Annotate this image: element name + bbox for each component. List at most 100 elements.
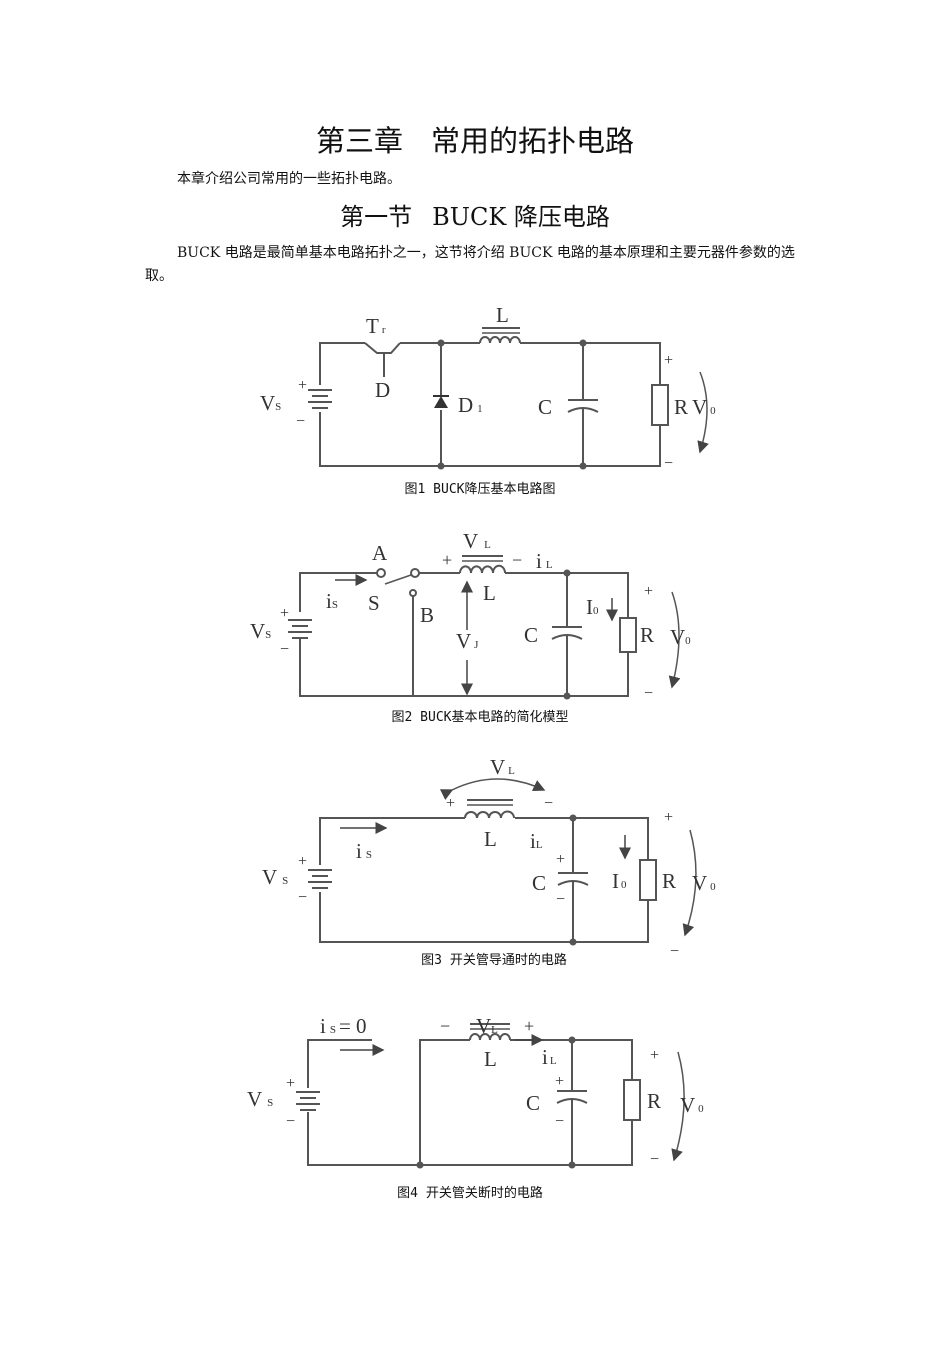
circuit-label: −: [512, 550, 522, 570]
circuit-label: −: [650, 1151, 659, 1168]
circuit-label: −: [280, 641, 289, 658]
resistor-symbol: [651, 384, 669, 426]
svg-text:iL: iL: [542, 1045, 557, 1069]
circuit-label: = 0: [339, 1014, 367, 1038]
figure-1-caption: 图1 BUCK降压基本电路图: [405, 481, 556, 497]
svg-text:VL: VL: [490, 755, 515, 779]
circuit-label: i: [320, 1014, 326, 1038]
svg-text:V0: V0: [692, 395, 716, 419]
circuit-label: V: [463, 529, 478, 553]
circuit-label: L: [484, 1047, 497, 1071]
circuit-label: i: [530, 829, 536, 853]
circuit-label: L: [550, 1055, 557, 1067]
circuit-label: −: [544, 795, 553, 812]
circuit-label: L: [491, 1024, 498, 1036]
circuit-label: D: [375, 378, 390, 402]
svg-text:iL: iL: [536, 549, 553, 573]
circuit-label: V: [490, 755, 505, 779]
resistor-symbol: [623, 1079, 641, 1121]
inductor-symbol: [479, 336, 521, 344]
circuit-label: +: [664, 352, 673, 369]
circuit-label: L: [496, 303, 509, 327]
circuit-label: 0: [710, 405, 716, 417]
resistor-symbol: [639, 859, 657, 901]
circuit-label: −: [644, 685, 653, 702]
circuit-label: V: [476, 1014, 491, 1038]
svg-text:V0: V0: [692, 871, 716, 895]
circuit-label: C: [538, 395, 552, 419]
circuit-label: +: [664, 809, 673, 826]
circuit-label: V: [692, 395, 707, 419]
section-number: 第一节: [340, 203, 413, 231]
circuit-label: −: [555, 1113, 564, 1130]
circuit-label: L: [484, 827, 497, 851]
circuit-label: V: [692, 871, 707, 895]
circuit-label: −: [296, 413, 305, 430]
circuit-label: 1: [477, 403, 483, 415]
svg-text:Tr: Tr: [366, 314, 386, 338]
vo-arrow-icon: [682, 829, 697, 937]
svg-text:VS: VS: [247, 1087, 273, 1111]
circuit-label: C: [532, 871, 546, 895]
circuit-label: R: [674, 395, 688, 419]
svg-text:V0: V0: [670, 625, 691, 649]
svg-text:I0: I0: [586, 595, 599, 619]
circuit-label: i: [542, 1045, 548, 1069]
circuit-label: D: [458, 393, 473, 417]
circuit-label: V: [670, 625, 685, 649]
circuit-label: J: [474, 639, 479, 651]
circuit-label: I: [586, 595, 593, 619]
circuit-label: 0: [685, 635, 691, 647]
circuit-label: L: [546, 559, 553, 571]
circuit-label: L: [508, 765, 515, 777]
circuit-label: +: [556, 851, 565, 868]
circuit-label: S: [366, 849, 372, 861]
battery-symbol: [288, 619, 312, 639]
circuit-label: V: [260, 391, 275, 415]
circuit-label: S: [332, 599, 338, 611]
circuit-label: S: [330, 1024, 336, 1036]
circuit-label: −: [440, 1016, 450, 1036]
capacitor-symbol: [551, 573, 583, 696]
section-text: BUCK 降压电路: [432, 203, 610, 231]
figure-4-caption: 图4 开关管关断时的电路: [397, 1185, 543, 1201]
vo-arrow-icon: [697, 371, 709, 454]
circuit-label: L: [484, 539, 491, 551]
circuit-label: 0: [593, 605, 599, 617]
circuit-label: +: [644, 583, 653, 600]
circuit-label: −: [298, 889, 307, 906]
circuit-label: R: [647, 1089, 661, 1113]
svg-text:I0: I0: [612, 869, 627, 893]
svg-text:VJ: VJ: [456, 629, 479, 653]
circuit-label: −: [664, 455, 673, 472]
circuit-label: S: [275, 401, 281, 413]
circuit-label: −: [670, 943, 679, 960]
circuit-label: i: [356, 839, 362, 863]
circuit-label: +: [555, 1073, 564, 1090]
circuit-label: V: [456, 629, 471, 653]
circuit-label: i: [536, 549, 542, 573]
svg-text:VS: VS: [260, 391, 281, 415]
inductor-symbol: [469, 1033, 511, 1041]
chapter-text: 常用的拓扑电路: [431, 124, 635, 158]
circuit-label: I: [612, 869, 619, 893]
circuit-label: +: [298, 853, 307, 870]
body-paragraph: BUCK 电路是最简单基本电路拓扑之一，这节将介绍 BUCK 电路的基本原理和主…: [145, 245, 795, 284]
svg-text:VS: VS: [262, 865, 288, 889]
switch-symbol: [410, 568, 420, 578]
circuit-label: +: [280, 605, 289, 622]
circuit-label: S: [265, 629, 271, 641]
circuit-label: V: [247, 1087, 262, 1111]
chapter-title: 第三章常用的拓扑电路: [0, 118, 950, 160]
transistor-symbol: [364, 342, 401, 377]
svg-text:iS= 0: iS= 0: [320, 1014, 367, 1038]
circuit-label: C: [524, 623, 538, 647]
circuit-label: +: [298, 377, 307, 394]
capacitor-symbol: [556, 1040, 588, 1165]
battery-symbol: [308, 869, 332, 889]
svg-text:VS: VS: [250, 619, 271, 643]
inductor-symbol: [459, 564, 506, 574]
